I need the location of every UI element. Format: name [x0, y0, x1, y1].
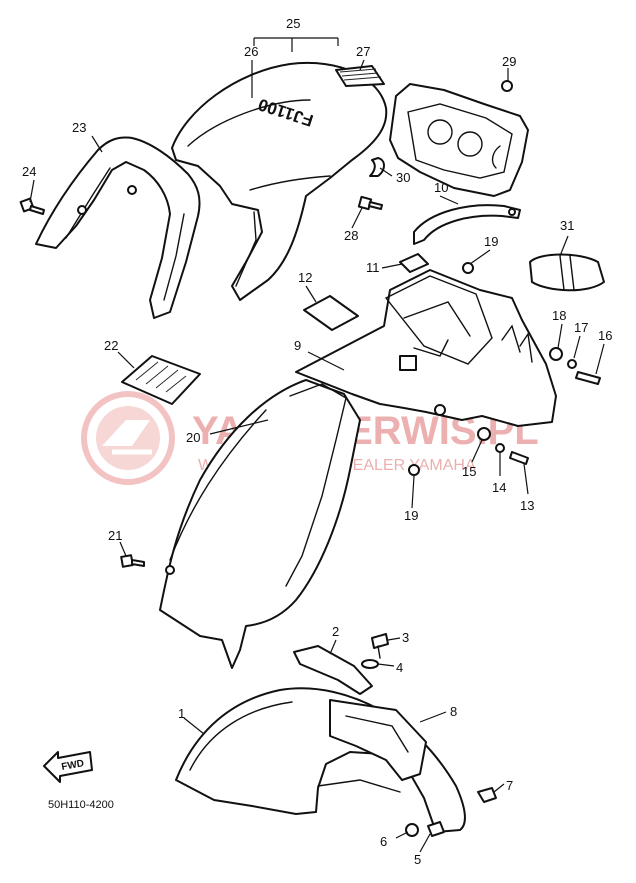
watermark-logo-icon: [81, 391, 175, 485]
part-collar-18: [549, 347, 563, 361]
part-bolt-5: [427, 821, 445, 837]
diagram-code: 50H110-4200: [48, 799, 114, 811]
callout-19-bottom: 19: [404, 508, 418, 523]
part-seat-strip-27: [335, 65, 385, 87]
callout-30: 30: [396, 170, 410, 185]
fwd-label: FWD: [61, 758, 85, 773]
part-inner-fender-20: [159, 379, 361, 669]
part-clip-30: [369, 157, 385, 177]
callout-5: 5: [414, 852, 421, 867]
part-bracket-2: [293, 645, 373, 695]
part-nut-6: [405, 823, 419, 837]
callout-21: 21: [108, 528, 122, 543]
callout-14: 14: [492, 480, 506, 495]
part-clip-7: [477, 787, 497, 803]
callout-29: 29: [502, 54, 516, 69]
part-tool-bag: [529, 253, 605, 292]
callout-9: 9: [294, 338, 301, 353]
callout-6: 6: [380, 834, 387, 849]
part-screw-21: [120, 554, 145, 568]
callout-31: 31: [560, 218, 574, 233]
callout-17: 17: [574, 320, 588, 335]
callout-26: 26: [244, 44, 258, 59]
part-washer-14: [495, 443, 505, 453]
callout-18: 18: [552, 308, 566, 323]
part-rear-fender-9: [295, 269, 557, 427]
callout-27: 27: [356, 44, 370, 59]
part-bracket-10: [413, 204, 521, 245]
callout-28: 28: [344, 228, 358, 243]
part-bolt-28: [357, 195, 383, 211]
callout-16: 16: [598, 328, 612, 343]
callout-7: 7: [506, 778, 513, 793]
callout-22: 22: [104, 338, 118, 353]
callout-4: 4: [396, 660, 403, 675]
callout-23: 23: [72, 120, 86, 135]
part-nut-15: [477, 427, 491, 441]
callout-20: 20: [186, 430, 200, 445]
part-screw-29: [501, 80, 513, 92]
part-reflector-22: [121, 355, 201, 405]
callout-2: 2: [332, 624, 339, 639]
part-seat: FJ1100: [171, 62, 388, 301]
callout-19-top: 19: [484, 234, 498, 249]
part-bolt-16: [575, 371, 601, 385]
callout-12: 12: [298, 270, 312, 285]
part-washer-17: [567, 359, 577, 369]
part-bolt-24: [19, 197, 45, 215]
part-grommet-19b: [408, 464, 420, 476]
callout-11: 11: [366, 260, 380, 275]
part-collar-4: [361, 659, 379, 669]
part-bolt-13: [509, 451, 529, 465]
callout-24: 24: [22, 164, 36, 179]
callout-1: 1: [178, 706, 185, 721]
part-pad-12: [303, 295, 359, 331]
callout-25: 25: [286, 16, 300, 31]
callout-3: 3: [402, 630, 409, 645]
part-taillight-cover: [389, 83, 529, 197]
callout-10: 10: [434, 180, 448, 195]
callout-8: 8: [450, 704, 457, 719]
callout-13: 13: [520, 498, 534, 513]
part-grommet-19a: [462, 262, 474, 274]
part-bracket-11: [399, 253, 429, 273]
fwd-arrow-icon: FWD: [43, 751, 93, 783]
callout-15: 15: [462, 464, 476, 479]
callouts: 25 26 27 23 24 29 30 28 10 11 19 31 12 9…: [22, 16, 612, 867]
part-fender-stay-8: [329, 699, 427, 781]
part-grab-handle: [35, 136, 201, 319]
part-bolt-3: [371, 633, 389, 659]
